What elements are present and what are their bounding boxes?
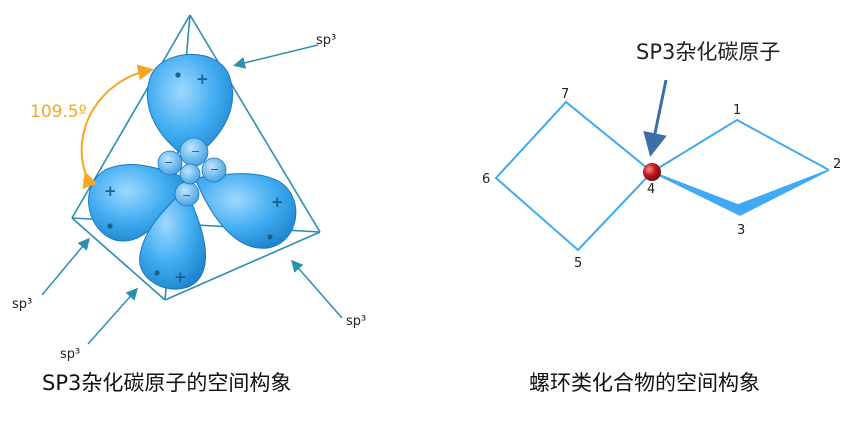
orbital-lobe-bottom bbox=[139, 187, 206, 290]
ring-right-front bbox=[651, 169, 830, 216]
spiro-compound-figure: SP3杂化碳原子 1 2 3 4 5 6 7 螺环类化合物的空间构象 bbox=[482, 40, 841, 395]
svg-text:−: − bbox=[164, 156, 173, 169]
svg-text:+: + bbox=[104, 182, 117, 200]
svg-text:−: − bbox=[191, 145, 200, 158]
atom-number: 5 bbox=[574, 256, 582, 271]
atom-number: 4 bbox=[647, 182, 655, 197]
atom-number: 3 bbox=[737, 223, 745, 238]
small-lobe bbox=[157, 150, 183, 176]
sp3-arrow bbox=[41, 237, 90, 296]
ring-right-back bbox=[651, 118, 830, 173]
svg-text:−: − bbox=[210, 163, 219, 176]
small-lobe bbox=[201, 157, 227, 183]
svg-text:+: + bbox=[271, 193, 284, 211]
atom-number: 1 bbox=[733, 103, 741, 118]
svg-text:+: + bbox=[174, 268, 187, 286]
atom-number: 6 bbox=[482, 172, 490, 187]
bond-angle-label: 109.5º bbox=[30, 102, 87, 122]
svg-text:+: + bbox=[196, 70, 209, 88]
right-caption: 螺环类化合物的空间构象 bbox=[529, 371, 760, 395]
callout-label: SP3杂化碳原子 bbox=[636, 40, 780, 64]
orbital-lobe-right bbox=[194, 173, 297, 249]
sp3-label: sp³ bbox=[12, 297, 32, 312]
spiro-carbon-atom bbox=[643, 163, 661, 181]
sp3-arrow bbox=[233, 44, 319, 69]
bond-angle-arc bbox=[80, 64, 154, 189]
sp3-tetrahedron-figure: + + + + − − − − 109.5º sp³ sp³ sp³ sp³ S… bbox=[12, 14, 366, 395]
sp3-label: sp³ bbox=[60, 347, 80, 362]
lobe-signs: + + + + − − − − bbox=[104, 70, 284, 286]
callout-arrow bbox=[643, 79, 668, 157]
sp3-label: sp³ bbox=[346, 314, 366, 329]
sp3-label: sp³ bbox=[316, 33, 336, 48]
sp3-arrow bbox=[291, 259, 343, 319]
orbital-lobe-top bbox=[146, 53, 234, 161]
svg-text:−: − bbox=[182, 189, 191, 202]
orbital-lobes bbox=[88, 53, 297, 290]
left-caption: SP3杂化碳原子的空间构象 bbox=[42, 371, 291, 395]
atom-number: 2 bbox=[833, 157, 841, 172]
ring-left bbox=[494, 100, 654, 252]
sp3-arrow bbox=[87, 287, 138, 345]
nucleus bbox=[179, 163, 201, 185]
atom-number: 7 bbox=[561, 87, 569, 102]
